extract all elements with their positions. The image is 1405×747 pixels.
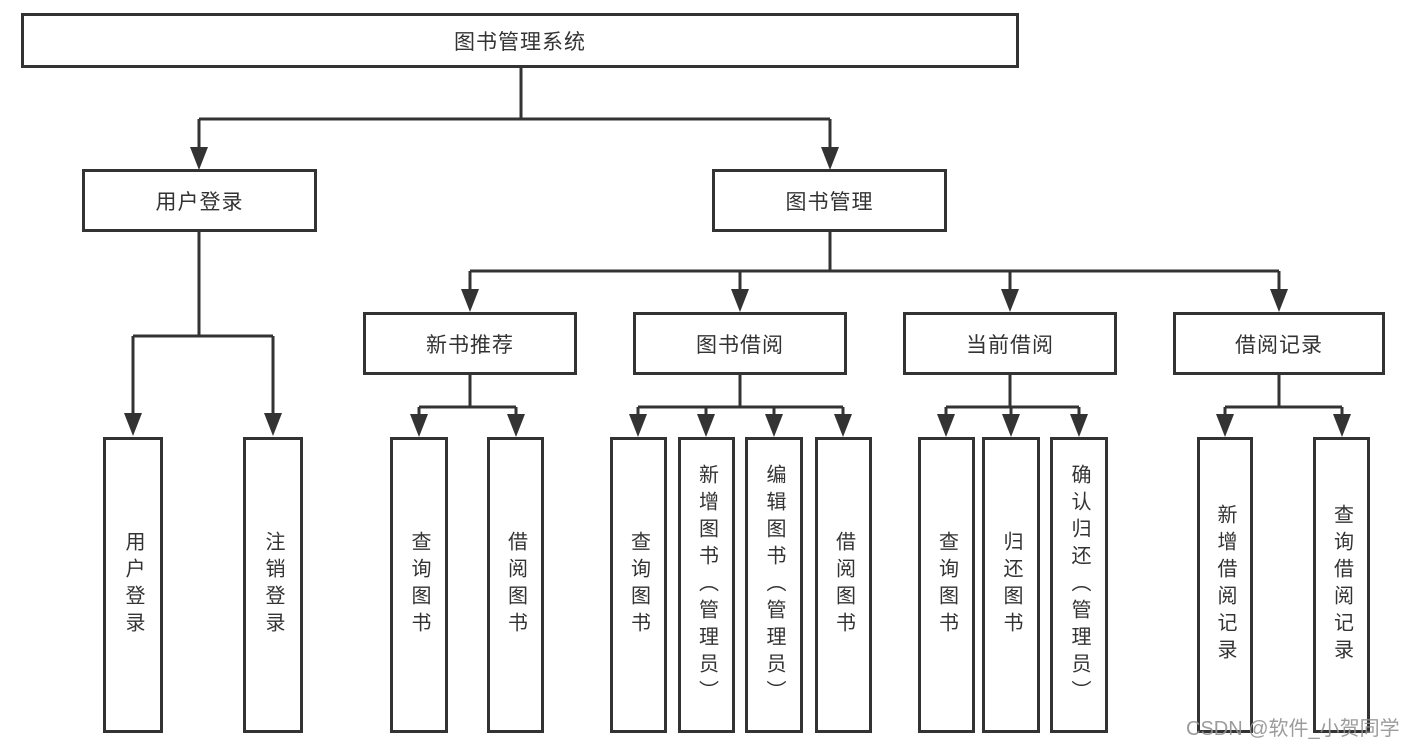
arrowhead-leaf-add-record (1216, 414, 1234, 437)
leaf-query-book-3: 查询图书 (918, 437, 975, 733)
leaf-confirm-return: 确认归还（管理员） (1050, 437, 1108, 733)
arrowhead-leaf-borrow-book-1 (507, 414, 525, 437)
arrowhead-leaf-query-book-1 (410, 414, 428, 437)
arrowhead-borrow-record (1270, 289, 1288, 312)
leaf-add-book: 新增图书（管理员） (678, 437, 735, 733)
arrowhead-leaf-query-book-2 (629, 414, 647, 437)
arrowhead-leaf-logout (264, 413, 282, 436)
node-borrow-record: 借阅记录 (1173, 312, 1385, 375)
leaf-borrow-book-1: 借阅图书 (487, 437, 544, 733)
leaf-query-book-2: 查询图书 (610, 437, 667, 733)
leaf-add-borrow-record: 新增借阅记录 (1197, 437, 1253, 733)
arrowhead-leaf-confirm-return (1070, 414, 1088, 437)
leaf-return-book: 归还图书 (982, 437, 1040, 733)
arrowhead-leaf-add-book (697, 414, 715, 437)
arrowhead-current-borrow (1001, 289, 1019, 312)
arrowhead-leaf-edit-book (765, 414, 783, 437)
node-user-login: 用户登录 (82, 169, 317, 232)
arrowhead-book-mgmt (821, 147, 839, 170)
arrowhead-book-borrow (731, 289, 749, 312)
arrowhead-leaf-user-login (124, 413, 142, 436)
arrowhead-user-login (190, 147, 208, 170)
arrowhead-leaf-return-book (1002, 414, 1020, 437)
leaf-query-borrow-record: 查询借阅记录 (1313, 437, 1370, 733)
leaf-borrow-book-2: 借阅图书 (815, 437, 872, 733)
arrowhead-leaf-query-record (1333, 414, 1351, 437)
arrowhead-leaf-query-book-3 (937, 414, 955, 437)
arrowhead-leaf-borrow-book-2 (834, 414, 852, 437)
node-root: 图书管理系统 (21, 13, 1019, 68)
node-current-borrow: 当前借阅 (903, 312, 1117, 375)
leaf-user-login: 用户登录 (103, 437, 163, 733)
node-book-mgmt: 图书管理 (712, 169, 947, 232)
node-book-borrow: 图书借阅 (633, 312, 847, 375)
leaf-query-book-1: 查询图书 (390, 437, 448, 733)
leaf-edit-book: 编辑图书（管理员） (745, 437, 803, 733)
arrowhead-new-book-rec (461, 289, 479, 312)
watermark: CSDN @软件_小贺同学 (1186, 718, 1400, 740)
leaf-logout: 注销登录 (243, 437, 303, 733)
node-new-book-rec: 新书推荐 (363, 312, 577, 375)
